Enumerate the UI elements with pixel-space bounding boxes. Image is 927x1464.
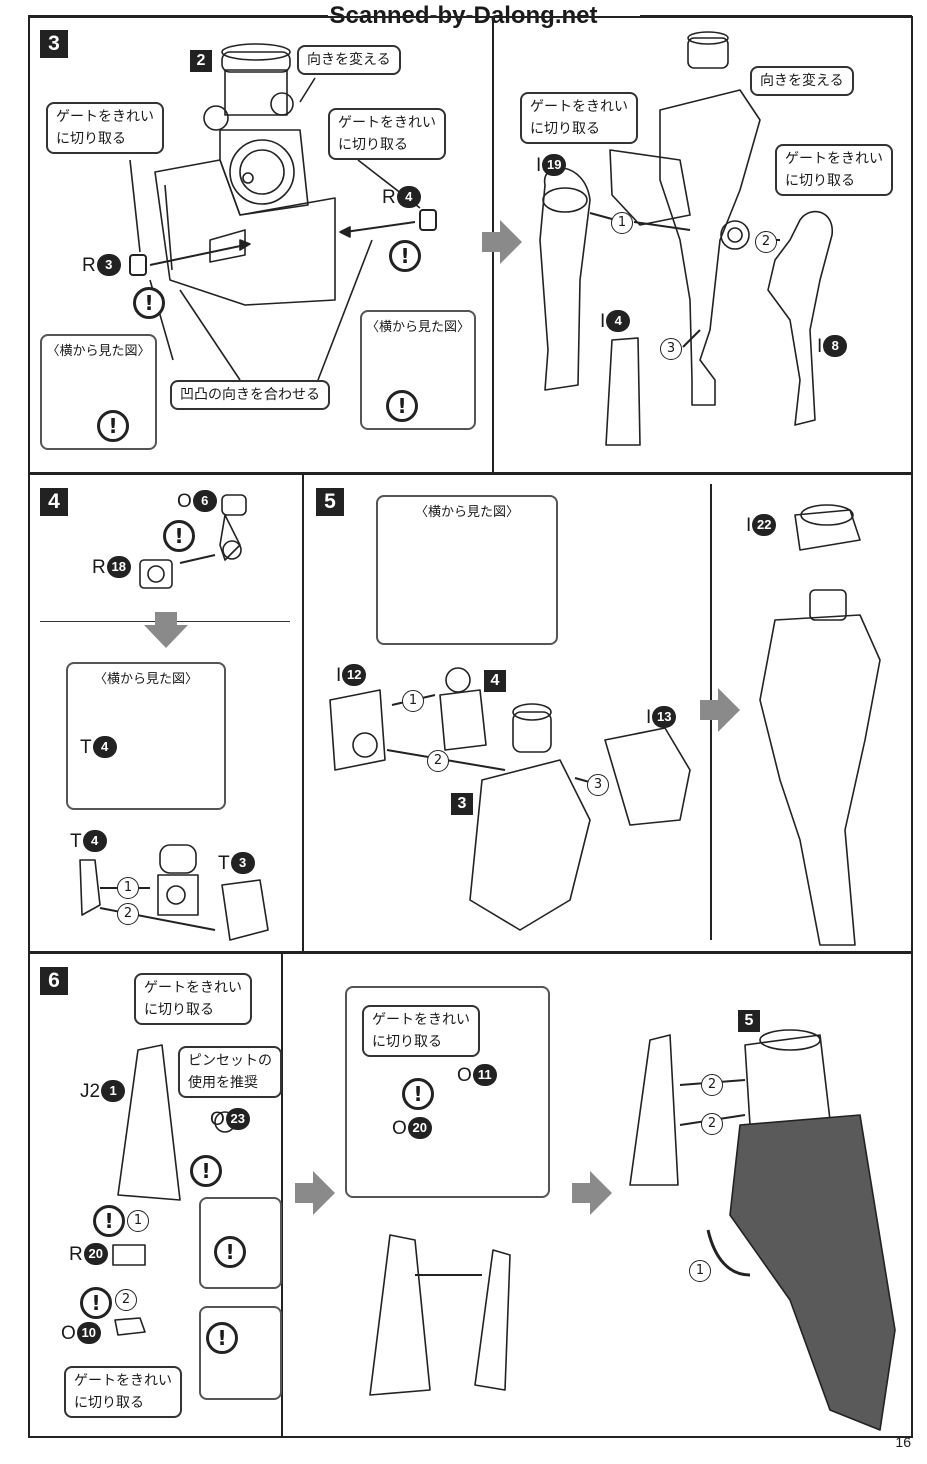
sequence-3: 3 <box>660 338 682 360</box>
caution-icon: ! <box>190 1155 222 1187</box>
sequence-1: 1 <box>117 877 139 899</box>
step-4-badge: 4 <box>40 488 68 516</box>
side-view-label: 〈横から見た図〉 <box>365 320 470 335</box>
step3-leg-drawing <box>539 31 833 446</box>
side-view-box: 〈横から見た図〉 <box>360 310 476 430</box>
step-6-frame <box>28 952 913 1438</box>
note-gate-cut: ゲートをきれい に切り取る <box>46 102 164 154</box>
note-gate-cut: ゲートをきれい に切り取る <box>362 1005 480 1057</box>
caution-icon: ! <box>214 1236 246 1268</box>
caution-icon: ! <box>133 287 165 319</box>
caution-icon: ! <box>206 1322 238 1354</box>
note-gate-cut: ゲートをきれい に切り取る <box>134 973 252 1025</box>
sequence-1: 1 <box>127 1210 149 1232</box>
sequence-2: 2 <box>115 1289 137 1311</box>
side-view-label: 〈横から見た図〉 <box>414 505 519 520</box>
subassembly-2-badge: 2 <box>190 50 212 72</box>
sequence-1: 1 <box>689 1260 711 1282</box>
step-6-divider <box>281 952 283 1438</box>
step-5-badge: 5 <box>316 488 344 516</box>
note-gate-cut: ゲートをきれい に切り取る <box>520 92 638 144</box>
sequence-1: 1 <box>611 212 633 234</box>
caution-icon: ! <box>402 1078 434 1110</box>
note-change-direction: 向きを変える <box>750 66 854 96</box>
page-number: 16 <box>895 1434 911 1450</box>
sequence-3: 3 <box>587 774 609 796</box>
page-title: Scanned-by-Dalong.net <box>329 2 598 29</box>
side-view-box: 〈横から見た図〉 <box>66 662 226 810</box>
subassembly-5-badge: 5 <box>738 1010 760 1032</box>
sequence-2: 2 <box>117 903 139 925</box>
side-view-box: 〈横から見た図〉 <box>376 495 558 645</box>
sequence-2: 2 <box>427 750 449 772</box>
note-tweezers: ピンセットの 使用を推奨 <box>178 1046 282 1098</box>
note-gate-cut: ゲートをきれい に切り取る <box>64 1366 182 1418</box>
detail-box: ! <box>199 1306 282 1400</box>
caution-icon: ! <box>386 390 418 422</box>
note-change-direction: 向きを変える <box>297 45 401 75</box>
subassembly-3-badge: 3 <box>451 793 473 815</box>
note-align-recess: 凹凸の向きを合わせる <box>170 380 330 410</box>
sequence-2: 2 <box>701 1113 723 1135</box>
side-view-label: 〈横から見た図〉 <box>46 344 151 359</box>
subassembly-4-badge: 4 <box>484 670 506 692</box>
note-gate-cut: ゲートをきれい に切り取る <box>328 108 446 160</box>
step-3-badge: 3 <box>40 30 68 58</box>
side-view-label: 〈横から見た図〉 <box>93 672 198 687</box>
caution-icon: ! <box>163 520 195 552</box>
caution-icon: ! <box>389 240 421 272</box>
caution-icon: ! <box>80 1287 112 1319</box>
sequence-1: 1 <box>402 690 424 712</box>
caution-icon: ! <box>97 410 129 442</box>
note-gate-cut: ゲートをきれい に切り取る <box>775 144 893 196</box>
step-6-badge: 6 <box>40 967 68 995</box>
sequence-2: 2 <box>701 1074 723 1096</box>
flow-arrows <box>144 220 740 1215</box>
step-4-divider <box>302 473 304 953</box>
detail-box: ! <box>199 1197 282 1289</box>
sequence-2: 2 <box>755 231 777 253</box>
caution-icon: ! <box>93 1205 125 1237</box>
